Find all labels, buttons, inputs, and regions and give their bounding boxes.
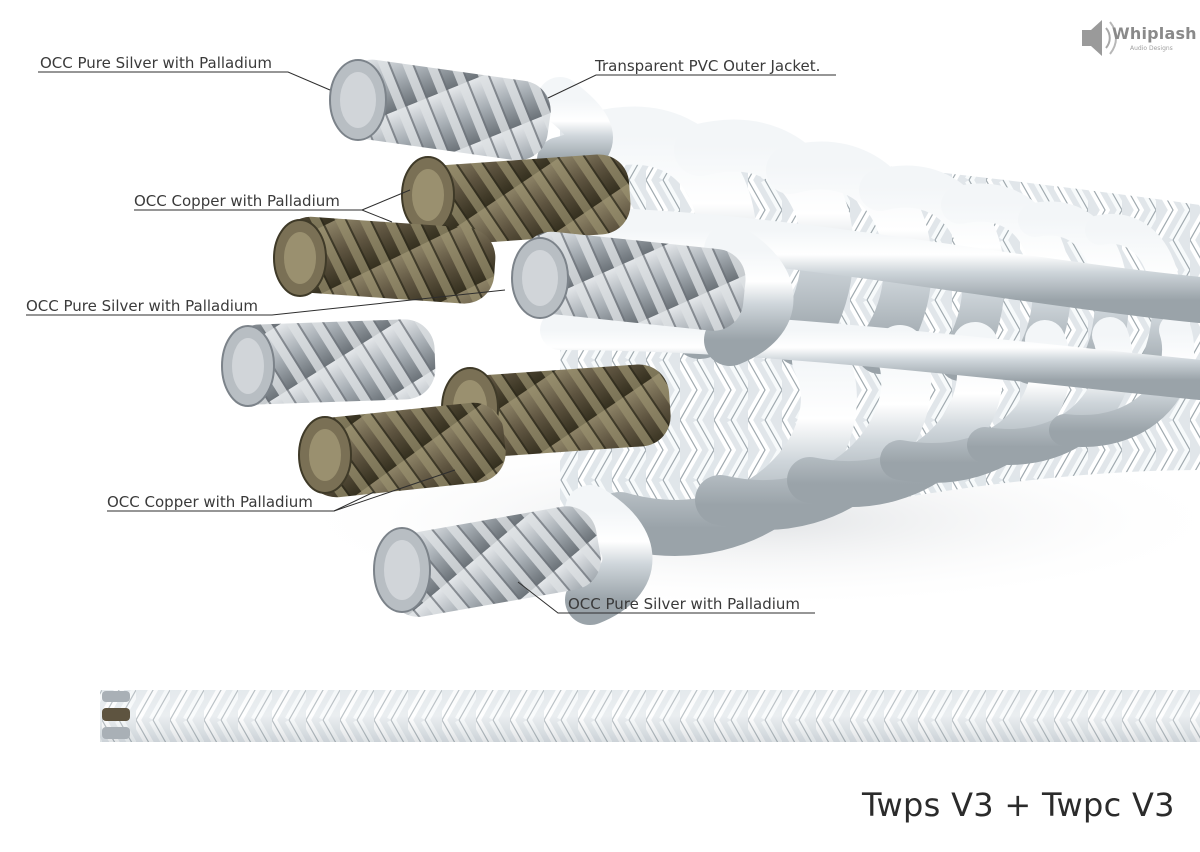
product-title: Twps V3 + Twpc V3 [862, 786, 1175, 824]
silver-conductor-mid-right [511, 224, 794, 366]
cable-overview-strip [100, 690, 1200, 742]
callout-copper-top: OCC Copper with Palladium [134, 192, 340, 210]
callout-leaders [26, 71, 836, 614]
brand-logo: Whiplash Audio Designs [1078, 10, 1197, 70]
callout-silver-mid: OCC Pure Silver with Palladium [26, 297, 259, 315]
silver-conductor-top [329, 59, 613, 183]
callout-silver-bottom: OCC Pure Silver with Palladium [568, 595, 801, 613]
conductor-ends [221, 59, 794, 625]
logo-wordmark: Whiplash [1112, 24, 1197, 43]
speaker-icon [1082, 20, 1117, 56]
logo-tagline: Audio Designs [1130, 45, 1173, 52]
callout-outer-jacket: Transparent PVC Outer Jacket. [595, 57, 821, 75]
silver-conductor-mid-left [221, 319, 436, 407]
copper-conductor-bottom [298, 364, 671, 498]
copper-conductor-top [273, 154, 631, 304]
callout-copper-bottom: OCC Copper with Palladium [107, 493, 313, 511]
callout-silver-top: OCC Pure Silver with Palladium [40, 54, 273, 72]
silver-conductor-bottom [373, 485, 653, 625]
